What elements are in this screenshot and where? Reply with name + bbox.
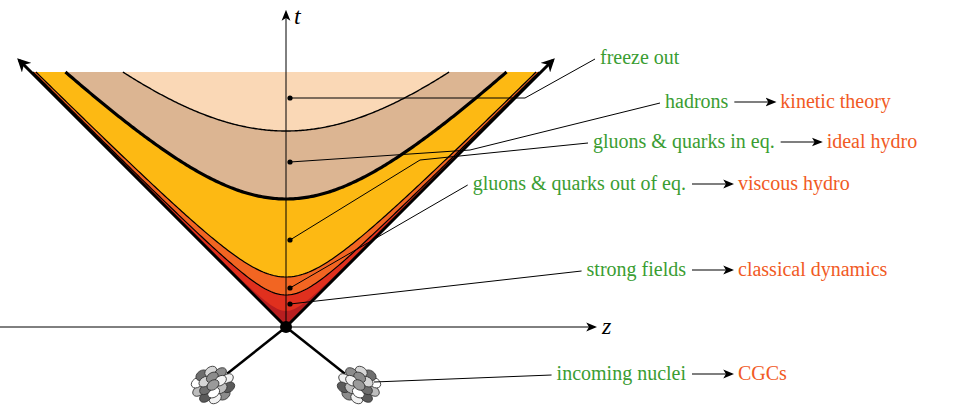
light-cone-edge [286,61,552,327]
model-label: classical dynamics [738,258,887,280]
z-axis [0,327,595,328]
nucleon [205,378,221,393]
nucleon [351,378,367,393]
nucleus [189,364,236,406]
stage-label: incoming nuclei [557,362,686,384]
stage-label: freeze out [600,46,679,68]
leader-line [290,59,595,98]
maps-to-arrow [734,101,774,102]
nucleus-track [227,327,286,374]
model-label: viscous hydro [738,172,850,194]
axis-label: z [602,313,611,339]
nucleus [335,364,382,406]
maps-to-arrow [781,141,821,142]
leader-dot [287,159,292,164]
leader-dot [287,301,292,306]
stage-label: strong fields [587,258,686,280]
light-cone-edge [20,61,286,327]
stage-label: gluons & quarks out of eq. [473,172,686,194]
leader-dot [287,237,292,242]
leader-dot [287,285,292,290]
maps-to-arrow [692,183,732,184]
leader-line [290,271,582,304]
leader-line [290,185,468,288]
leader-dot [287,95,292,100]
collision-point [280,321,292,333]
model-label: CGCs [738,362,787,384]
maps-to-arrow [692,269,732,270]
axis-label: t [294,3,301,29]
time-axis [286,12,287,327]
leader-line [374,375,552,382]
model-label: ideal hydro [827,130,918,152]
maps-to-arrow [692,373,732,374]
model-label: kinetic theory [780,90,891,112]
stage-label: hadrons [665,90,728,112]
stage-label: gluons & quarks in eq. [593,130,775,152]
nucleus-track [286,327,345,374]
